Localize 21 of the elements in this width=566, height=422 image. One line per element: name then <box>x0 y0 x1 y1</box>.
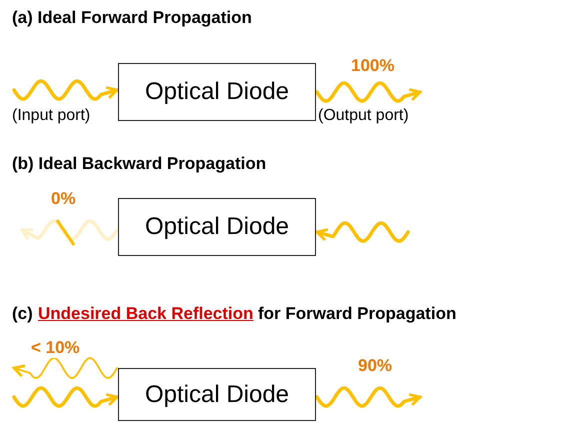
edge-label: < 10% <box>30 338 81 358</box>
section-heading: Undesired Back Reflection <box>38 304 254 324</box>
device-box <box>118 63 316 121</box>
device-box <box>118 198 316 256</box>
box-title: Optical Diode <box>144 213 290 241</box>
port-label: (Output port) <box>318 107 409 125</box>
section-heading: (b) Ideal Backward Propagation <box>12 154 266 174</box>
wave-arrow <box>315 81 422 103</box>
box-title: Optical Diode <box>144 78 290 106</box>
wave-arrow <box>315 386 422 408</box>
wave-arrow <box>12 79 119 101</box>
box-title: Optical Diode <box>144 380 290 408</box>
device-box <box>118 368 316 421</box>
wave-arrow <box>315 221 410 243</box>
wave-arrow <box>12 357 118 379</box>
section-heading: (a) Ideal Forward Propagation <box>12 8 252 28</box>
port-label: (Input port) <box>12 107 90 125</box>
wave-arrow <box>12 386 119 408</box>
section-heading: (c) <box>12 304 33 324</box>
section-heading: for Forward Propagation <box>258 304 456 324</box>
wave-arrow <box>20 219 119 241</box>
